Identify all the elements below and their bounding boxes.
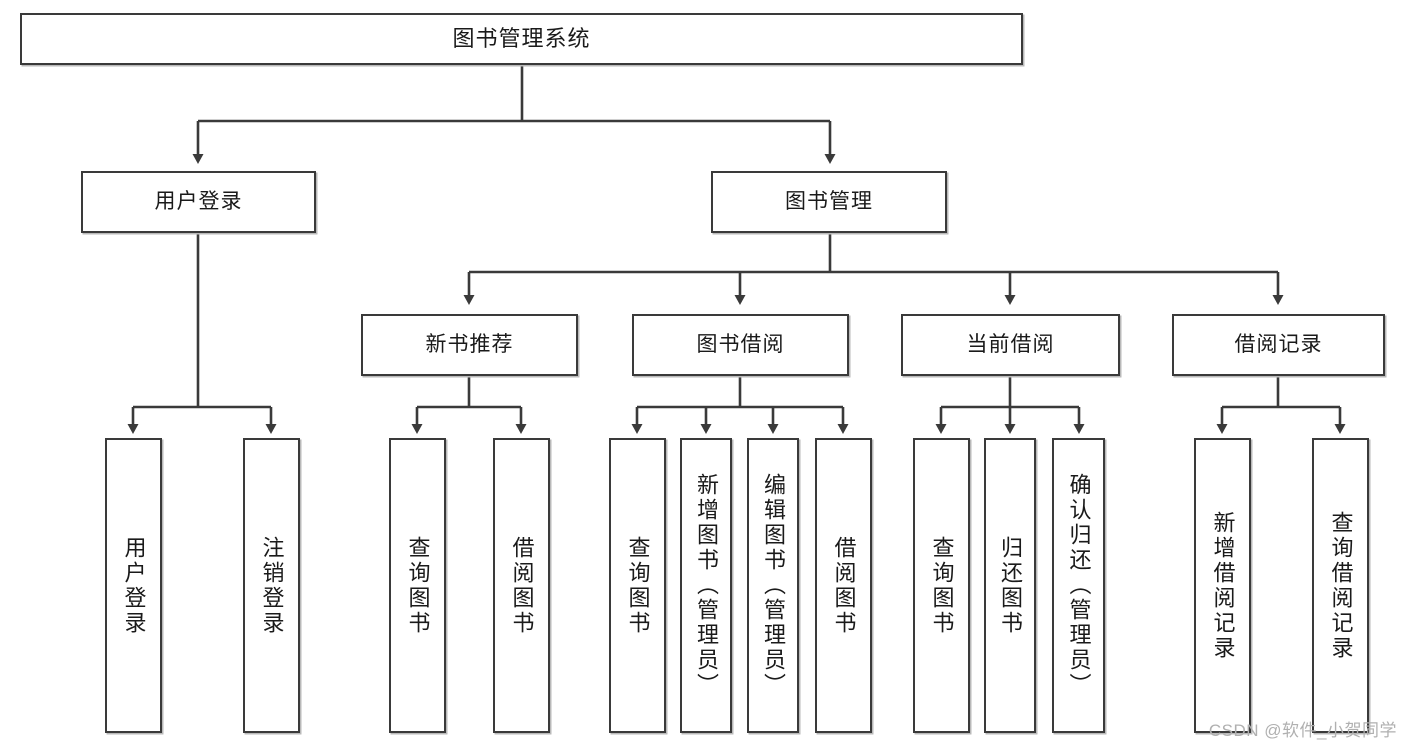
- node-label: 注销登录: [259, 535, 285, 636]
- watermark-text: CSDN @软件_小贺同学: [1208, 721, 1397, 740]
- leaf-current-confirm-return-admin[interactable]: 确认归还（管理员）: [1052, 438, 1105, 733]
- node-label: 当前借阅: [966, 332, 1055, 356]
- leaf-borrow-borrow-book[interactable]: 借阅图书: [815, 438, 872, 733]
- node-label: 图书管理系统: [452, 26, 591, 52]
- node-label: 新增图书（管理员）: [694, 473, 719, 698]
- node-label: 编辑图书（管理员）: [761, 473, 786, 698]
- leaf-recommend-query-book[interactable]: 查询图书: [389, 438, 446, 733]
- node-label: 新增借阅记录: [1210, 510, 1236, 661]
- node-label: 新书推荐: [425, 332, 514, 356]
- node-current-borrow[interactable]: 当前借阅: [901, 314, 1120, 376]
- node-label: 图书管理: [785, 189, 873, 213]
- node-label: 用户登录: [154, 189, 243, 213]
- leaf-borrow-edit-book-admin[interactable]: 编辑图书（管理员）: [747, 438, 799, 733]
- node-label: 借阅记录: [1234, 332, 1323, 356]
- node-label: 确认归还（管理员）: [1066, 473, 1092, 698]
- leaf-record-add-record[interactable]: 新增借阅记录: [1194, 438, 1251, 733]
- leaf-current-query-book[interactable]: 查询图书: [913, 438, 970, 733]
- node-label: 查询图书: [929, 535, 955, 636]
- node-label: 借阅图书: [509, 535, 535, 636]
- node-label: 借阅图书: [831, 535, 857, 636]
- leaf-user-login-logout[interactable]: 注销登录: [243, 438, 300, 733]
- leaf-user-login-login[interactable]: 用户登录: [105, 438, 162, 733]
- leaf-record-query-record[interactable]: 查询借阅记录: [1312, 438, 1369, 733]
- node-book-management[interactable]: 图书管理: [711, 171, 947, 233]
- node-user-login[interactable]: 用户登录: [81, 171, 316, 233]
- node-label: 图书借阅: [696, 332, 785, 356]
- leaf-current-return-book[interactable]: 归还图书: [984, 438, 1036, 733]
- leaf-borrow-query-book[interactable]: 查询图书: [609, 438, 666, 733]
- leaf-borrow-add-book-admin[interactable]: 新增图书（管理员）: [680, 438, 732, 733]
- node-label: 查询图书: [405, 535, 431, 636]
- node-label: 用户登录: [121, 535, 147, 636]
- node-borrow-record[interactable]: 借阅记录: [1172, 314, 1385, 376]
- leaf-recommend-borrow-book[interactable]: 借阅图书: [493, 438, 550, 733]
- node-root-system[interactable]: 图书管理系统: [20, 13, 1023, 65]
- node-label: 归还图书: [998, 535, 1023, 636]
- node-new-book-recommend[interactable]: 新书推荐: [361, 314, 578, 376]
- node-label: 查询借阅记录: [1328, 510, 1354, 661]
- node-label: 查询图书: [625, 535, 651, 636]
- node-book-borrow[interactable]: 图书借阅: [632, 314, 849, 376]
